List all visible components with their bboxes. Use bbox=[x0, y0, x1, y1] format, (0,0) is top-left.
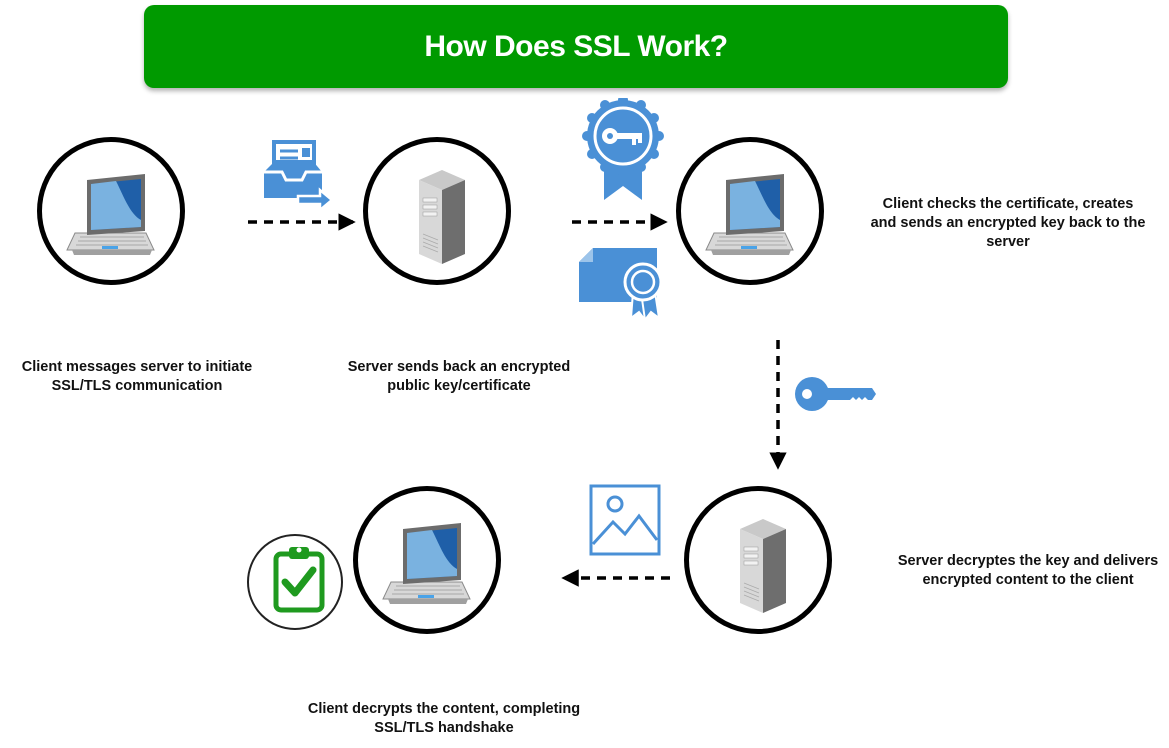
server-icon bbox=[419, 170, 465, 264]
node-server-1 bbox=[363, 137, 511, 285]
title-banner: How Does SSL Work? bbox=[144, 5, 1008, 88]
step-1-caption: Client messages server to initiate SSL/T… bbox=[21, 359, 253, 394]
step-2-caption: Server sends back an encrypted public ke… bbox=[347, 359, 571, 394]
certificate-document-icon bbox=[579, 248, 663, 320]
node-client-2 bbox=[676, 137, 824, 285]
laptop-icon bbox=[66, 174, 155, 255]
node-server-2 bbox=[684, 486, 832, 634]
step-4-caption: Server decryptes the key and delivers en… bbox=[897, 553, 1159, 588]
laptop-icon bbox=[382, 523, 471, 604]
send-mail-icon bbox=[264, 140, 334, 213]
server-icon bbox=[740, 519, 786, 613]
step-3-caption: Client checks the certificate, creates a… bbox=[870, 196, 1146, 250]
clipboard-check-badge bbox=[247, 534, 343, 630]
step-5-caption: Client decrypts the content, completing … bbox=[307, 701, 581, 736]
laptop-icon bbox=[705, 174, 794, 255]
certificate-badge-icon bbox=[582, 98, 664, 200]
clipboard-check-icon bbox=[273, 547, 325, 613]
node-client-1 bbox=[37, 137, 185, 285]
node-client-3 bbox=[353, 486, 501, 634]
key-icon bbox=[795, 377, 876, 411]
diagram-title: How Does SSL Work? bbox=[424, 29, 728, 63]
image-file-icon bbox=[589, 484, 661, 556]
